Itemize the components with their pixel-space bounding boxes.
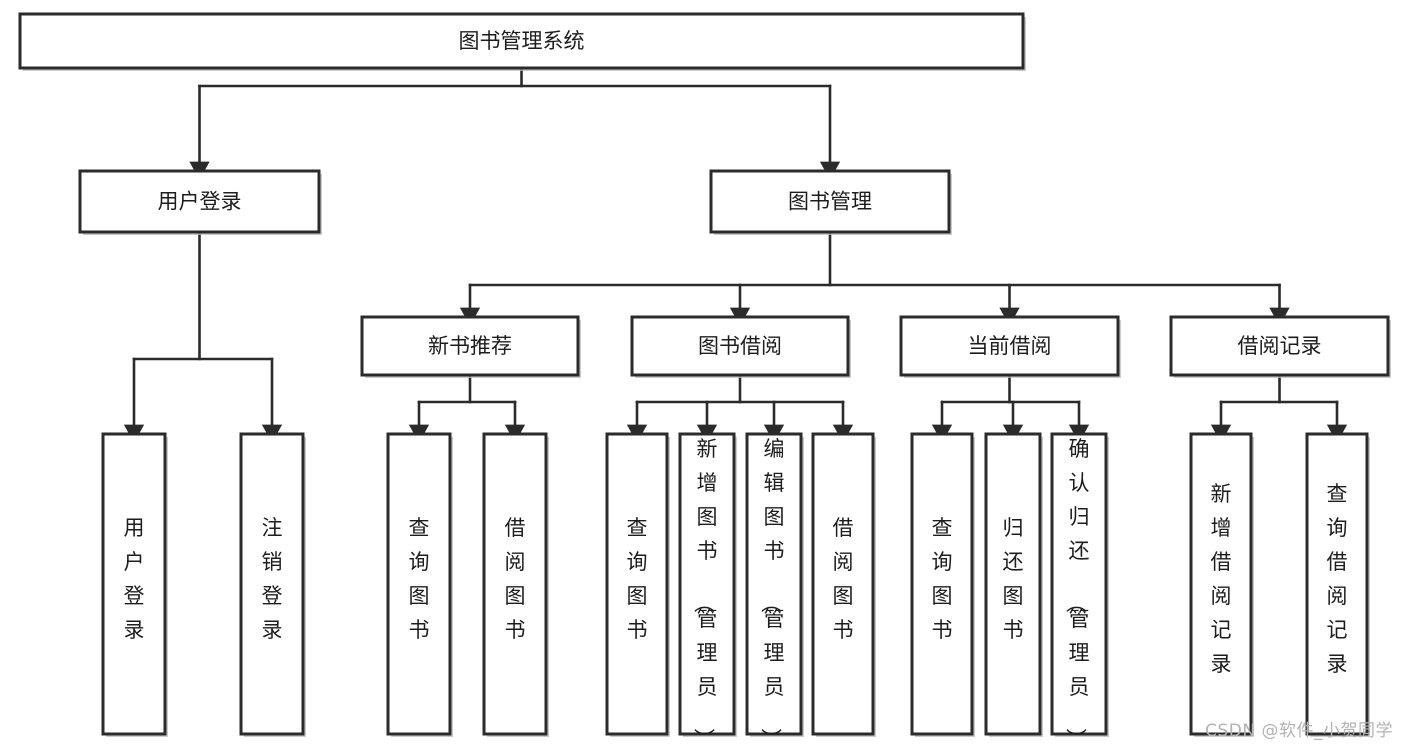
node-label: 新增借阅记录: [1211, 482, 1232, 676]
node-box[interactable]: [745, 432, 803, 736]
node-leaf-user-login[interactable]: 用户登录: [101, 432, 168, 737]
node-root[interactable]: 图书管理系统: [18, 12, 1026, 71]
node-label: 查询借阅记录: [1327, 482, 1348, 676]
node-box[interactable]: [1305, 432, 1369, 736]
node-box[interactable]: [360, 315, 580, 377]
node-label: 借阅图书: [833, 516, 854, 642]
node-box[interactable]: [386, 432, 452, 736]
node-label: 归还图书: [1003, 516, 1024, 642]
node-label: 查询图书: [627, 516, 648, 642]
node-box[interactable]: [678, 432, 736, 736]
node-label: 借阅记录: [1238, 334, 1322, 358]
node-book-manage[interactable]: 图书管理: [709, 169, 952, 235]
node-label: 图书管理系统: [459, 29, 585, 53]
node-label: 用户登录: [158, 190, 242, 214]
node-leaf-return-book[interactable]: 归还图书: [984, 432, 1043, 737]
node-box[interactable]: [899, 315, 1120, 377]
node-box[interactable]: [630, 315, 850, 377]
node-box[interactable]: [984, 432, 1042, 736]
node-box[interactable]: [101, 432, 167, 736]
node-leaf-logout[interactable]: 注销登录: [239, 432, 306, 737]
node-label: 查询图书: [932, 516, 953, 642]
node-label: 注销登录: [262, 516, 283, 642]
node-label: 编辑图书（管理员）: [759, 437, 785, 747]
node-leaf-borrow-book-1[interactable]: 借阅图书: [482, 432, 549, 737]
node-box[interactable]: [1050, 432, 1108, 736]
node-box[interactable]: [78, 169, 321, 234]
node-leaf-query-book-2[interactable]: 查询图书: [605, 432, 670, 737]
node-label: 图书管理: [788, 190, 872, 214]
node-box[interactable]: [482, 432, 548, 736]
node-box[interactable]: [1169, 315, 1390, 377]
node-label: 新书推荐: [428, 334, 512, 358]
node-leaf-edit-book[interactable]: 编辑图书（管理员）: [745, 432, 804, 747]
node-box[interactable]: [1189, 432, 1253, 736]
node-leaf-query-book-1[interactable]: 查询图书: [386, 432, 453, 737]
node-box[interactable]: [709, 169, 951, 234]
node-box[interactable]: [239, 432, 305, 736]
node-leaf-query-book-3[interactable]: 查询图书: [910, 432, 975, 737]
node-label: 图书借阅: [698, 334, 782, 358]
node-leaf-add-record[interactable]: 新增借阅记录: [1189, 432, 1254, 737]
watermark-label: CSDN @软件_小贺同学: [1205, 721, 1393, 741]
node-box[interactable]: [910, 432, 974, 736]
node-leaf-confirm-return[interactable]: 确认归还（管理员）: [1050, 432, 1109, 747]
node-leaf-query-record[interactable]: 查询借阅记录: [1305, 432, 1370, 737]
node-label: 用户登录: [124, 516, 145, 642]
node-leaf-borrow-book-2[interactable]: 借阅图书: [811, 432, 876, 737]
node-leaf-add-book[interactable]: 新增图书（管理员）: [678, 432, 737, 747]
node-box[interactable]: [811, 432, 875, 736]
node-new-book-rec[interactable]: 新书推荐: [360, 315, 581, 378]
node-label: 借阅图书: [505, 516, 526, 642]
node-book-borrow[interactable]: 图书借阅: [630, 315, 851, 378]
node-current-borrow[interactable]: 当前借阅: [899, 315, 1121, 378]
edges-layer: [123, 66, 1348, 443]
node-borrow-record[interactable]: 借阅记录: [1169, 315, 1391, 378]
node-user-login[interactable]: 用户登录: [78, 169, 322, 235]
nodes-layer: 图书管理系统用户登录图书管理新书推荐图书借阅当前借阅借阅记录用户登录注销登录查询…: [18, 12, 1391, 747]
node-label: 确认归还（管理员）: [1064, 437, 1090, 747]
node-label: 当前借阅: [968, 334, 1052, 358]
node-box[interactable]: [605, 432, 669, 736]
node-label: 新增图书（管理员）: [692, 437, 718, 747]
node-label: 查询图书: [409, 516, 430, 642]
node-box[interactable]: [18, 12, 1025, 70]
